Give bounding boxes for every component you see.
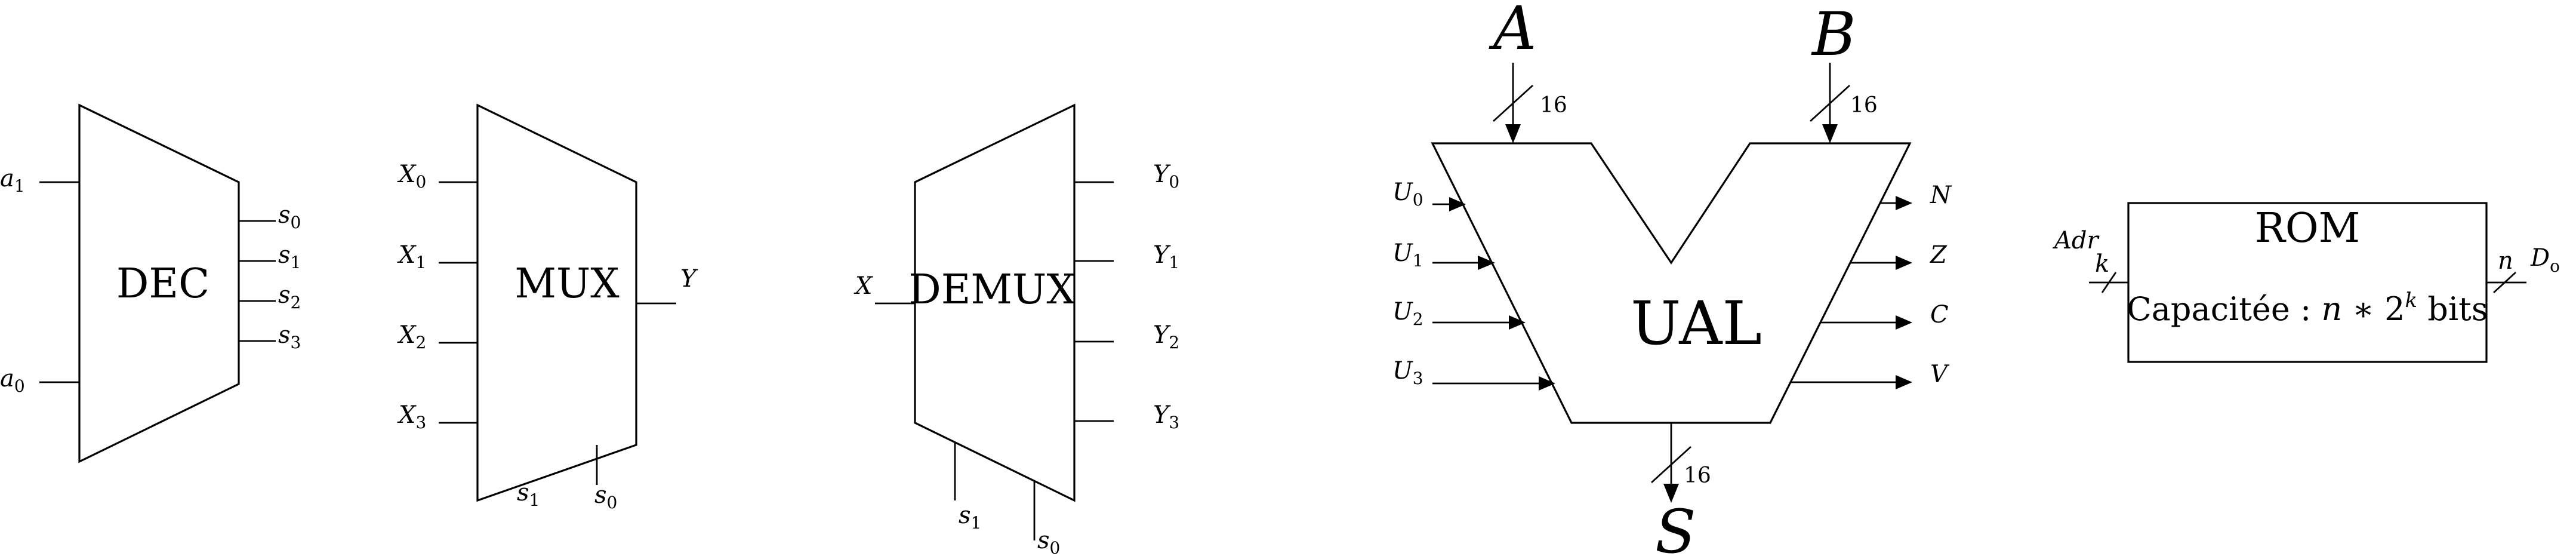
multiplexer-block: MUX X0 X1 X2 X3 Y s1 s0: [397, 103, 698, 512]
alu-control-u3-arrowhead: [1539, 376, 1555, 391]
multiplexer-select-s0-label: s0: [594, 481, 617, 512]
demultiplexer-shape: [914, 103, 1076, 502]
alu-control-u1-label: U1: [1392, 239, 1423, 271]
decoder-output-s1-label: s1: [278, 241, 301, 272]
alu-input-a-bus-slash: [1493, 84, 1533, 122]
decoder-output-s0-label: s0: [278, 201, 301, 232]
rom-address-bus-slash: [2101, 272, 2117, 293]
decoder-input-a0-label: a0: [0, 365, 25, 396]
rom-title: ROM: [2255, 205, 2361, 252]
alu-flag-n-label: N: [1930, 182, 1952, 209]
alu-block: UAL A 16 B 16 16 S U0 U1 U2 U3: [1392, 0, 1952, 556]
decoder-shape: [78, 103, 240, 463]
demultiplexer-output-y0-label: Y0: [1153, 161, 1179, 192]
alu-flag-z-arrowhead: [1896, 256, 1912, 270]
demultiplexer-title: DEMUX: [908, 266, 1076, 314]
rom-data-bus-slash: [2493, 271, 2516, 294]
alu-control-u1-arrowhead: [1478, 256, 1495, 270]
multiplexer-input-x0-label: X0: [397, 161, 426, 192]
multiplexer-title: MUX: [514, 260, 620, 308]
multiplexer-select-s1-label: s1: [517, 479, 540, 510]
decoder-input-a1-label: a1: [0, 165, 25, 196]
demultiplexer-output-y2-label: Y2: [1153, 321, 1179, 352]
alu-control-u3-label: U3: [1392, 357, 1423, 388]
alu-input-b-bus-width: 16: [1850, 93, 1878, 118]
alu-output-s-bus-width: 16: [1684, 463, 1711, 488]
alu-output-s-arrowhead: [1663, 484, 1679, 503]
demultiplexer-output-y1-label: Y1: [1153, 241, 1179, 272]
demultiplexer-select-s1-label: s1: [959, 502, 981, 533]
rom-data-label: Do: [2530, 244, 2560, 276]
alu-title: UAL: [1631, 288, 1762, 358]
multiplexer-input-x2-label: X2: [397, 321, 426, 352]
alu-control-u0-arrowhead: [1449, 197, 1466, 211]
demultiplexer-input-x-label: X: [853, 272, 873, 300]
alu-output-s-label: S: [1655, 497, 1696, 556]
alu-control-u2-label: U2: [1392, 298, 1423, 329]
alu-shape: [1431, 142, 1912, 424]
decoder-title: DEC: [116, 260, 209, 308]
alu-input-a-arrowhead: [1505, 124, 1521, 143]
demultiplexer-block: DEMUX X Y0 Y1 Y2 Y3 s1 s0: [853, 103, 1179, 556]
alu-input-a-bus-width: 16: [1540, 93, 1567, 118]
rom-address-width: k: [2095, 250, 2109, 278]
alu-output-s-bus-slash: [1651, 446, 1691, 484]
multiplexer-input-x3-label: X3: [397, 401, 426, 432]
multiplexer-output-y-label: Y: [680, 265, 698, 293]
alu-control-u0-label: U0: [1392, 179, 1423, 210]
multiplexer-input-x1-label: X1: [397, 241, 426, 272]
alu-flag-z-label: Z: [1929, 241, 1948, 269]
rom-capacity-text: Capacitée : n ∗ 2k bits: [2127, 288, 2488, 328]
demultiplexer-output-y3-label: Y3: [1153, 401, 1179, 432]
alu-flag-v-label: V: [1930, 361, 1950, 388]
alu-input-b-arrowhead: [1822, 124, 1838, 143]
decoder-output-s3-label: s3: [278, 321, 301, 352]
rom-block: ROM Capacitée : n ∗ 2k bits Adr k n Do: [2052, 202, 2560, 363]
rom-data-width: n: [2498, 247, 2513, 275]
alu-input-b-bus-slash: [1810, 84, 1850, 122]
decoder-output-s2-label: s2: [278, 281, 301, 312]
multiplexer-shape: [476, 103, 637, 502]
decoder-block: DEC a1 a0 s0 s1 s2 s3: [0, 103, 301, 463]
alu-control-u2-arrowhead: [1509, 315, 1526, 330]
alu-flag-v-arrowhead: [1896, 375, 1912, 389]
alu-flag-n-arrowhead: [1896, 196, 1912, 210]
alu-flag-c-label: C: [1930, 301, 1949, 328]
alu-input-b-label: B: [1811, 0, 1856, 69]
alu-input-a-label: A: [1489, 0, 1536, 63]
alu-flag-c-arrowhead: [1896, 315, 1912, 330]
demultiplexer-select-s0-label: s0: [1037, 527, 1060, 556]
rom-address-label: Adr: [2052, 227, 2100, 254]
